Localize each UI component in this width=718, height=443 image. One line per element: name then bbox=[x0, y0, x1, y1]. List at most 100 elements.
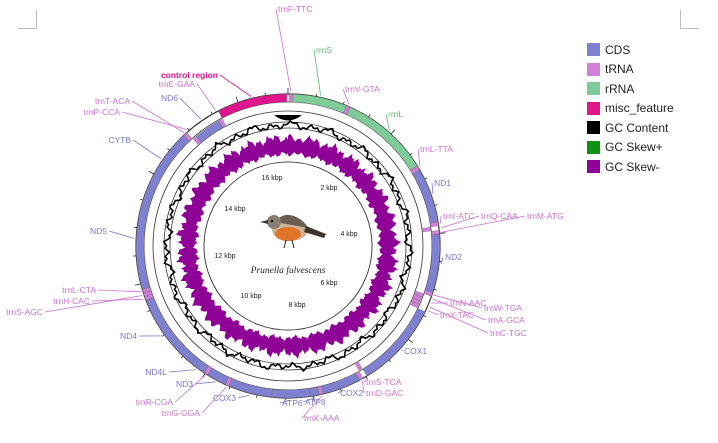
label-trnp-cca: trnP-CCA bbox=[84, 107, 121, 117]
label-nd2: ND2 bbox=[445, 252, 462, 262]
label-trnk-aaa: trnK-AAA bbox=[304, 413, 340, 423]
leader-line bbox=[44, 295, 143, 313]
leader-line bbox=[179, 97, 202, 120]
inner-circle bbox=[203, 161, 373, 331]
legend-label: tRNA bbox=[605, 62, 634, 77]
leader-line bbox=[301, 396, 322, 419]
legend-swatch bbox=[587, 82, 600, 96]
leader-line bbox=[363, 378, 367, 383]
gc-content-peak bbox=[274, 115, 302, 121]
feature-trns-tca bbox=[354, 361, 363, 371]
feature-trnd-gac bbox=[355, 371, 364, 381]
feature-trni-atc bbox=[429, 221, 439, 228]
feature-nd3 bbox=[207, 368, 229, 385]
feature-nd6 bbox=[195, 120, 223, 143]
feature-nd1 bbox=[412, 169, 439, 223]
leader-line bbox=[237, 394, 250, 399]
legend-item: tRNA bbox=[587, 60, 674, 80]
leader-line bbox=[361, 380, 365, 394]
legend-swatch bbox=[587, 160, 600, 174]
feature-trnw-tga bbox=[423, 289, 433, 297]
leader-line bbox=[275, 8, 292, 93]
legend-label: GC Skew- bbox=[605, 159, 660, 174]
label-trns-agc: trnS-AGC bbox=[6, 307, 43, 317]
label-trnm-atg: trnM-ATG bbox=[527, 211, 564, 221]
leader-line bbox=[342, 88, 350, 105]
ring-circle bbox=[169, 127, 407, 365]
feature-nd2 bbox=[424, 234, 441, 293]
label-trnt-aca: trnT-ACA bbox=[95, 96, 130, 106]
label-trnc-tgc: trnC-TGC bbox=[490, 328, 527, 338]
leader-line bbox=[174, 375, 206, 403]
label-cytb: CYTB bbox=[108, 135, 131, 145]
label-rrns: rrnS bbox=[316, 45, 332, 55]
feature-trnc-tgc bbox=[411, 297, 421, 305]
label-nd4: ND4 bbox=[120, 331, 137, 341]
scale-label: 2 kbp bbox=[320, 185, 337, 192]
leader-line bbox=[97, 289, 141, 293]
leader-line bbox=[108, 230, 135, 239]
gc-content-line bbox=[162, 119, 414, 373]
leader-line bbox=[439, 215, 442, 224]
scale-label: 14 kbp bbox=[224, 206, 245, 213]
tick-mark bbox=[235, 96, 239, 103]
label-nd4l: ND4L bbox=[145, 367, 167, 377]
leader-line bbox=[429, 306, 489, 334]
scale-label: 8 kbp bbox=[288, 302, 305, 309]
label-rrnl: rrnL bbox=[388, 109, 403, 119]
label-trnh-cac: trnH-CAC bbox=[53, 296, 90, 306]
label-trnv-gta: trnV-GTA bbox=[345, 84, 380, 94]
leader-line bbox=[279, 399, 292, 404]
label-trnr-cga: trnR-CGA bbox=[136, 397, 174, 407]
legend-label: rRNA bbox=[605, 81, 635, 96]
label-trnd-gac: trnD-GAC bbox=[366, 388, 403, 398]
gc-content-track bbox=[162, 115, 414, 373]
label-trnw-tga: trnW-TGA bbox=[484, 303, 522, 313]
feature-trne-gaa bbox=[218, 118, 227, 128]
label-trny-tac: trnY-TAC bbox=[440, 310, 474, 320]
legend-swatch bbox=[587, 121, 600, 135]
feature-atp6 bbox=[271, 388, 311, 399]
label-nd6: ND6 bbox=[161, 93, 178, 103]
gc-skew-track bbox=[175, 133, 402, 360]
legend-item: CDS bbox=[587, 40, 674, 60]
label-trnn-aac: trnN-AAC bbox=[450, 298, 486, 308]
legend-item: GC Skew- bbox=[587, 157, 674, 177]
tick-mark bbox=[148, 170, 155, 175]
label-nd5: ND5 bbox=[90, 226, 107, 236]
leader-line bbox=[417, 148, 421, 167]
legend-swatch bbox=[587, 101, 600, 115]
leader-line bbox=[302, 397, 316, 403]
leader-line bbox=[219, 74, 252, 97]
label-trns-tca: trnS-TCA bbox=[366, 377, 402, 387]
legend-item: rRNA bbox=[587, 79, 674, 99]
label-cox2: COX2 bbox=[340, 388, 363, 398]
legend-swatch bbox=[587, 43, 600, 57]
leader-line bbox=[121, 111, 188, 130]
legend-label: misc_feature bbox=[605, 101, 674, 116]
leader-line bbox=[91, 298, 144, 302]
ring-circle bbox=[152, 110, 424, 382]
leader-line bbox=[337, 389, 343, 394]
label-trna-gca: trnA-GCA bbox=[488, 315, 525, 325]
feature-trny-tac bbox=[409, 300, 419, 308]
leader-line bbox=[131, 100, 185, 133]
label-cox1: COX1 bbox=[404, 346, 427, 356]
leader-line bbox=[427, 310, 439, 316]
feature-labels: trnF-TTCrrnStrnV-GTArrnLtrnL-TTAND1trnI-… bbox=[6, 4, 564, 423]
feature-trna-gca bbox=[413, 290, 424, 298]
scale-label: 10 kbp bbox=[240, 293, 261, 300]
legend-item: misc_feature bbox=[587, 99, 674, 119]
legend-item: GC Content bbox=[587, 118, 674, 138]
crop-mark-top-left bbox=[18, 10, 37, 29]
bird-illustration bbox=[260, 214, 326, 249]
legend-label: GC Content bbox=[605, 120, 669, 135]
label-trnl-tta: trnL-TTA bbox=[420, 144, 453, 154]
leader-line bbox=[440, 215, 480, 229]
label-trnf-ttc: trnF-TTC bbox=[278, 4, 312, 14]
leader-line bbox=[168, 369, 197, 373]
label-nd1: ND1 bbox=[434, 178, 451, 188]
legend-item: GC Skew+ bbox=[587, 138, 674, 158]
feature-trnp-cca bbox=[192, 136, 202, 146]
feature-cox1 bbox=[362, 308, 426, 377]
